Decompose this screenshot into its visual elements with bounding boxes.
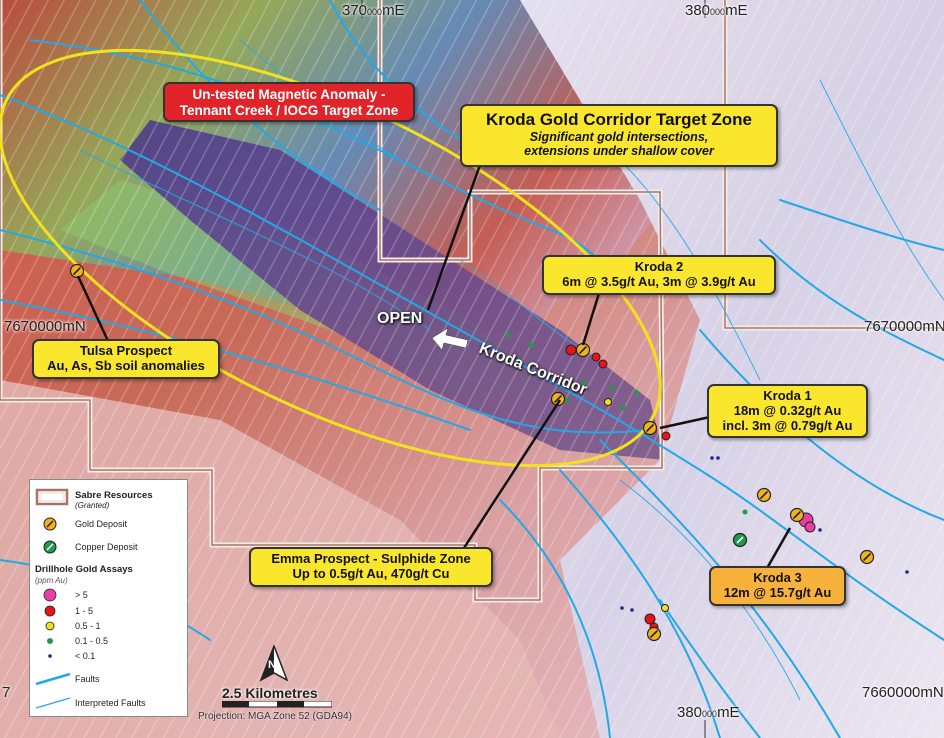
faults-swatch [35,672,71,686]
grid-label-y-7660-left: 7 [2,684,11,701]
kroda2-title: Kroda 2 [634,259,684,274]
legend-assay-lt0.1: < 0.1 [75,651,96,661]
kroda1-detail2: incl. 3m @ 0.79g/t Au [722,417,853,433]
legend-interpreted-faults-label: Interpreted Faults [75,698,146,708]
legend-symbols [35,488,71,709]
emma-detail: Up to 0.5g/t Au, 470g/t Cu [292,565,450,581]
kroda2-callout: Kroda 2 6m @ 3.5g/t Au, 3m @ 3.9g/t Au [542,255,776,295]
assay-0.5-1-swatch [45,621,55,631]
open-label: OPEN [377,310,423,327]
assay-lt0.1-swatch [48,654,52,658]
assay-1-5-swatch [44,605,56,617]
kroda3-title: Kroda 3 [753,570,802,585]
legend-assay-1-5: 1 - 5 [75,606,94,616]
assay-0.1-0.5-swatch [47,638,53,644]
legend-tenement-status: (Granted) [75,501,110,510]
magnetic-anomaly-line1: Un-tested Magnetic Anomaly - [192,87,386,102]
interpreted-faults-swatch [35,697,71,709]
tulsa-callout: Tulsa Prospect Au, As, Sb soil anomalies [32,339,220,379]
map-legend: Sabre Resources (Granted) Gold Deposit C… [29,479,188,717]
scale-graphic [222,701,332,708]
legend-assays-unit: (ppm Au) [35,576,68,585]
kroda1-title: Kroda 1 [763,388,812,403]
grid-label-x-380-bottom: 380000mE [677,704,740,721]
grid-label-y-7670-left: 7670000mN [4,318,86,335]
tulsa-detail: Au, As, Sb soil anomalies [47,357,205,373]
legend-faults-label: Faults [75,674,100,684]
grid-label-x-370-top: 370000mE [342,2,405,19]
grid-label-y-7660-right: 7660000mN [862,684,944,701]
kroda-corridor-target-sub2: extensions under shallow cover [524,143,714,158]
tenement-swatch [35,488,69,506]
assay-gt5-swatch [43,588,57,602]
legend-copper-deposit-label: Copper Deposit [75,542,138,552]
legend-assay-0.1-0.5: 0.1 - 0.5 [75,636,109,646]
kroda-corridor-target-callout: Kroda Gold Corridor Target Zone Signific… [460,104,778,167]
kroda1-detail1: 18m @ 0.32g/t Au [733,402,842,418]
north-arrow: N [259,643,289,683]
magnetic-anomaly-line2: Tennant Creek / IOCG Target Zone [179,102,399,118]
scale-label: 2.5 Kilometres [222,685,318,701]
legend-tenement-label: Sabre Resources [75,490,153,501]
emma-callout: Emma Prospect - Sulphide Zone Up to 0.5g… [249,547,493,587]
north-arrow-label: N [268,659,276,671]
kroda3-detail: 12m @ 15.7g/t Au [723,584,832,600]
legend-assay-0.5-1: 0.5 - 1 [75,621,101,631]
scale-bar: 2.5 Kilometres Projection: MGA Zone 52 (… [198,685,352,722]
kroda1-callout: Kroda 1 18m @ 0.32g/t Au incl. 3m @ 0.79… [707,384,868,438]
tulsa-title: Tulsa Prospect [79,343,173,358]
legend-assay-gt5: > 5 [75,590,88,600]
kroda-corridor-target-title: Kroda Gold Corridor Target Zone [485,110,753,129]
legend-assays-title: Drillhole Gold Assays [35,564,133,575]
kroda-corridor-target-sub1: Significant gold intersections, [529,129,709,144]
grid-label-x-380-top: 380000mE [685,2,748,19]
north-arrow-icon [259,643,289,682]
kroda3-callout: Kroda 3 12m @ 15.7g/t Au [709,566,846,606]
emma-title: Emma Prospect - Sulphide Zone [271,551,471,566]
projection-label: Projection: MGA Zone 52 (GDA94) [198,711,352,722]
kroda2-detail: 6m @ 3.5g/t Au, 3m @ 3.9g/t Au [562,273,756,289]
legend-gold-deposit-label: Gold Deposit [75,519,128,529]
grid-label-y-7670-right: 7670000mN [864,318,944,335]
magnetic-anomaly-callout: Un-tested Magnetic Anomaly - Tennant Cre… [163,82,415,122]
